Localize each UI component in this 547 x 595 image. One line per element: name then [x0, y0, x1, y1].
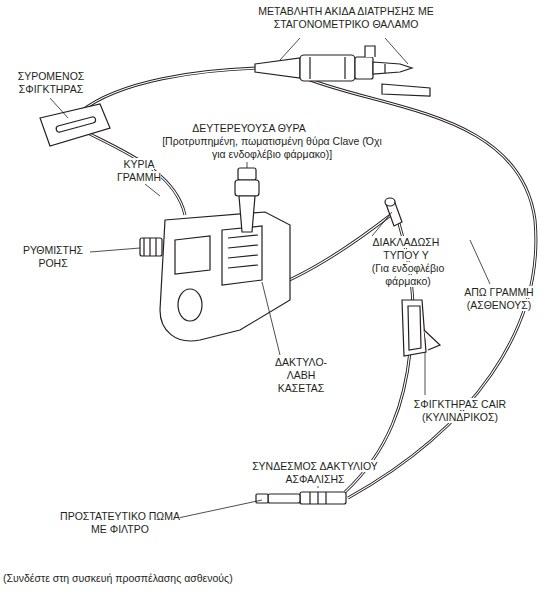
- part-label: ΣΥΝΔΕΣΜΟΣ ΔΑΚΤΥΛΙΟΥ ΑΣΦΑΛΙΣΗΣ: [240, 460, 390, 486]
- connector-and-cap: [256, 492, 346, 504]
- part-label: ΣΥΡΟΜΕΝΟΣ ΣΦΙΓΚΤΗΡΑΣ: [2, 70, 100, 96]
- label-text: ΑΠΩ ΓΡΑΜΜΗ (ΑΣΘΕΝΟΥΣ): [464, 286, 533, 311]
- label-text: ΔΙΑΚΛΑΔΩΣΗ ΤΥΠΟΥ Υ: [373, 236, 440, 261]
- part-label: ΔΕΥΤΕΡΕΥΟΥΣΑ ΘΥΡΑ: [190, 122, 308, 135]
- label-text: (Για ενδοφλέβιο φάρμακο): [372, 262, 445, 287]
- flow-regulator: [140, 238, 162, 256]
- slide-clamp: [40, 104, 110, 146]
- part-label: (Συνδέστε στη συσκευή προσπέλασης ασθενο…: [3, 572, 363, 585]
- label-text: ΜΕΤΑΒΛΗΤΗ ΑΚΙΔΑ ΔΙΑΤΡΗΣΗΣ ΜΕ ΣΤΑΓΟΝΟΜΕΤΡ…: [258, 5, 433, 30]
- label-text: (Συνδέστε στη συσκευή προσπέλασης ασθενο…: [3, 572, 233, 584]
- cair-clamp: [402, 300, 440, 356]
- part-label: ΡΥΘΜΙΣΤΗΣ ΡΟΗΣ: [16, 244, 90, 270]
- label-text: ΔΕΥΤΕΡΕΥΟΥΣΑ ΘΥΡΑ: [192, 122, 306, 134]
- spike-drip-chamber: [255, 46, 430, 96]
- part-label: [Προτρυπημένη, πωματισμένη θύρα Clave (Ό…: [162, 135, 382, 161]
- tube: [80, 68, 258, 112]
- label-text: ΠΡΟΣΤΑΤΕΥΤΙΚΟ ΠΩΜΑ ΜΕ ΦΙΛΤΡΟ: [60, 510, 180, 535]
- leader-lines: [50, 38, 490, 518]
- label-text: ΣΦΙΓΚΤΗΡΑΣ CAIR (ΚΥΛΙΝΔΡΙΚΟΣ): [414, 398, 506, 423]
- label-text: [Προτρυπημένη, πωματισμένη θύρα Clave (Ό…: [162, 135, 382, 160]
- part-label: ΣΦΙΓΚΤΗΡΑΣ CAIR (ΚΥΛΙΝΔΡΙΚΟΣ): [410, 398, 510, 424]
- label-text: ΔΑΚΤΥΛΟ- ΛΑΒΗ ΚΑΣΕΤΑΣ: [275, 356, 327, 394]
- secondary-port: [235, 168, 259, 232]
- y-site: [385, 198, 402, 226]
- part-label: ΑΠΩ ΓΡΑΜΜΗ (ΑΣΘΕΝΟΥΣ): [456, 286, 542, 312]
- cassette: [160, 212, 290, 341]
- part-label: ΔΙΑΚΛΑΔΩΣΗ ΤΥΠΟΥ Υ: [356, 236, 456, 262]
- label-text: ΡΥΘΜΙΣΤΗΣ ΡΟΗΣ: [23, 244, 83, 269]
- label-text: ΚΥΡΙΑ ΓΡΑΜΜΗ: [117, 158, 161, 183]
- part-label: ΚΥΡΙΑ ΓΡΑΜΜΗ: [108, 158, 170, 184]
- part-label: ΠΡΟΣΤΑΤΕΥΤΙΚΟ ΠΩΜΑ ΜΕ ΦΙΛΤΡΟ: [60, 510, 180, 536]
- label-text: ΣΥΡΟΜΕΝΟΣ ΣΦΙΓΚΤΗΡΑΣ: [18, 70, 85, 95]
- tube-inner: [80, 68, 258, 112]
- part-label: ΔΑΚΤΥΛΟ- ΛΑΒΗ ΚΑΣΕΤΑΣ: [268, 356, 334, 394]
- part-label: ΜΕΤΑΒΛΗΤΗ ΑΚΙΔΑ ΔΙΑΤΡΗΣΗΣ ΜΕ ΣΤΑΓΟΝΟΜΕΤΡ…: [228, 5, 464, 31]
- label-text: ΣΥΝΔΕΣΜΟΣ ΔΑΚΤΥΛΙΟΥ ΑΣΦΑΛΙΣΗΣ: [252, 460, 378, 485]
- part-label: (Για ενδοφλέβιο φάρμακο): [368, 262, 448, 288]
